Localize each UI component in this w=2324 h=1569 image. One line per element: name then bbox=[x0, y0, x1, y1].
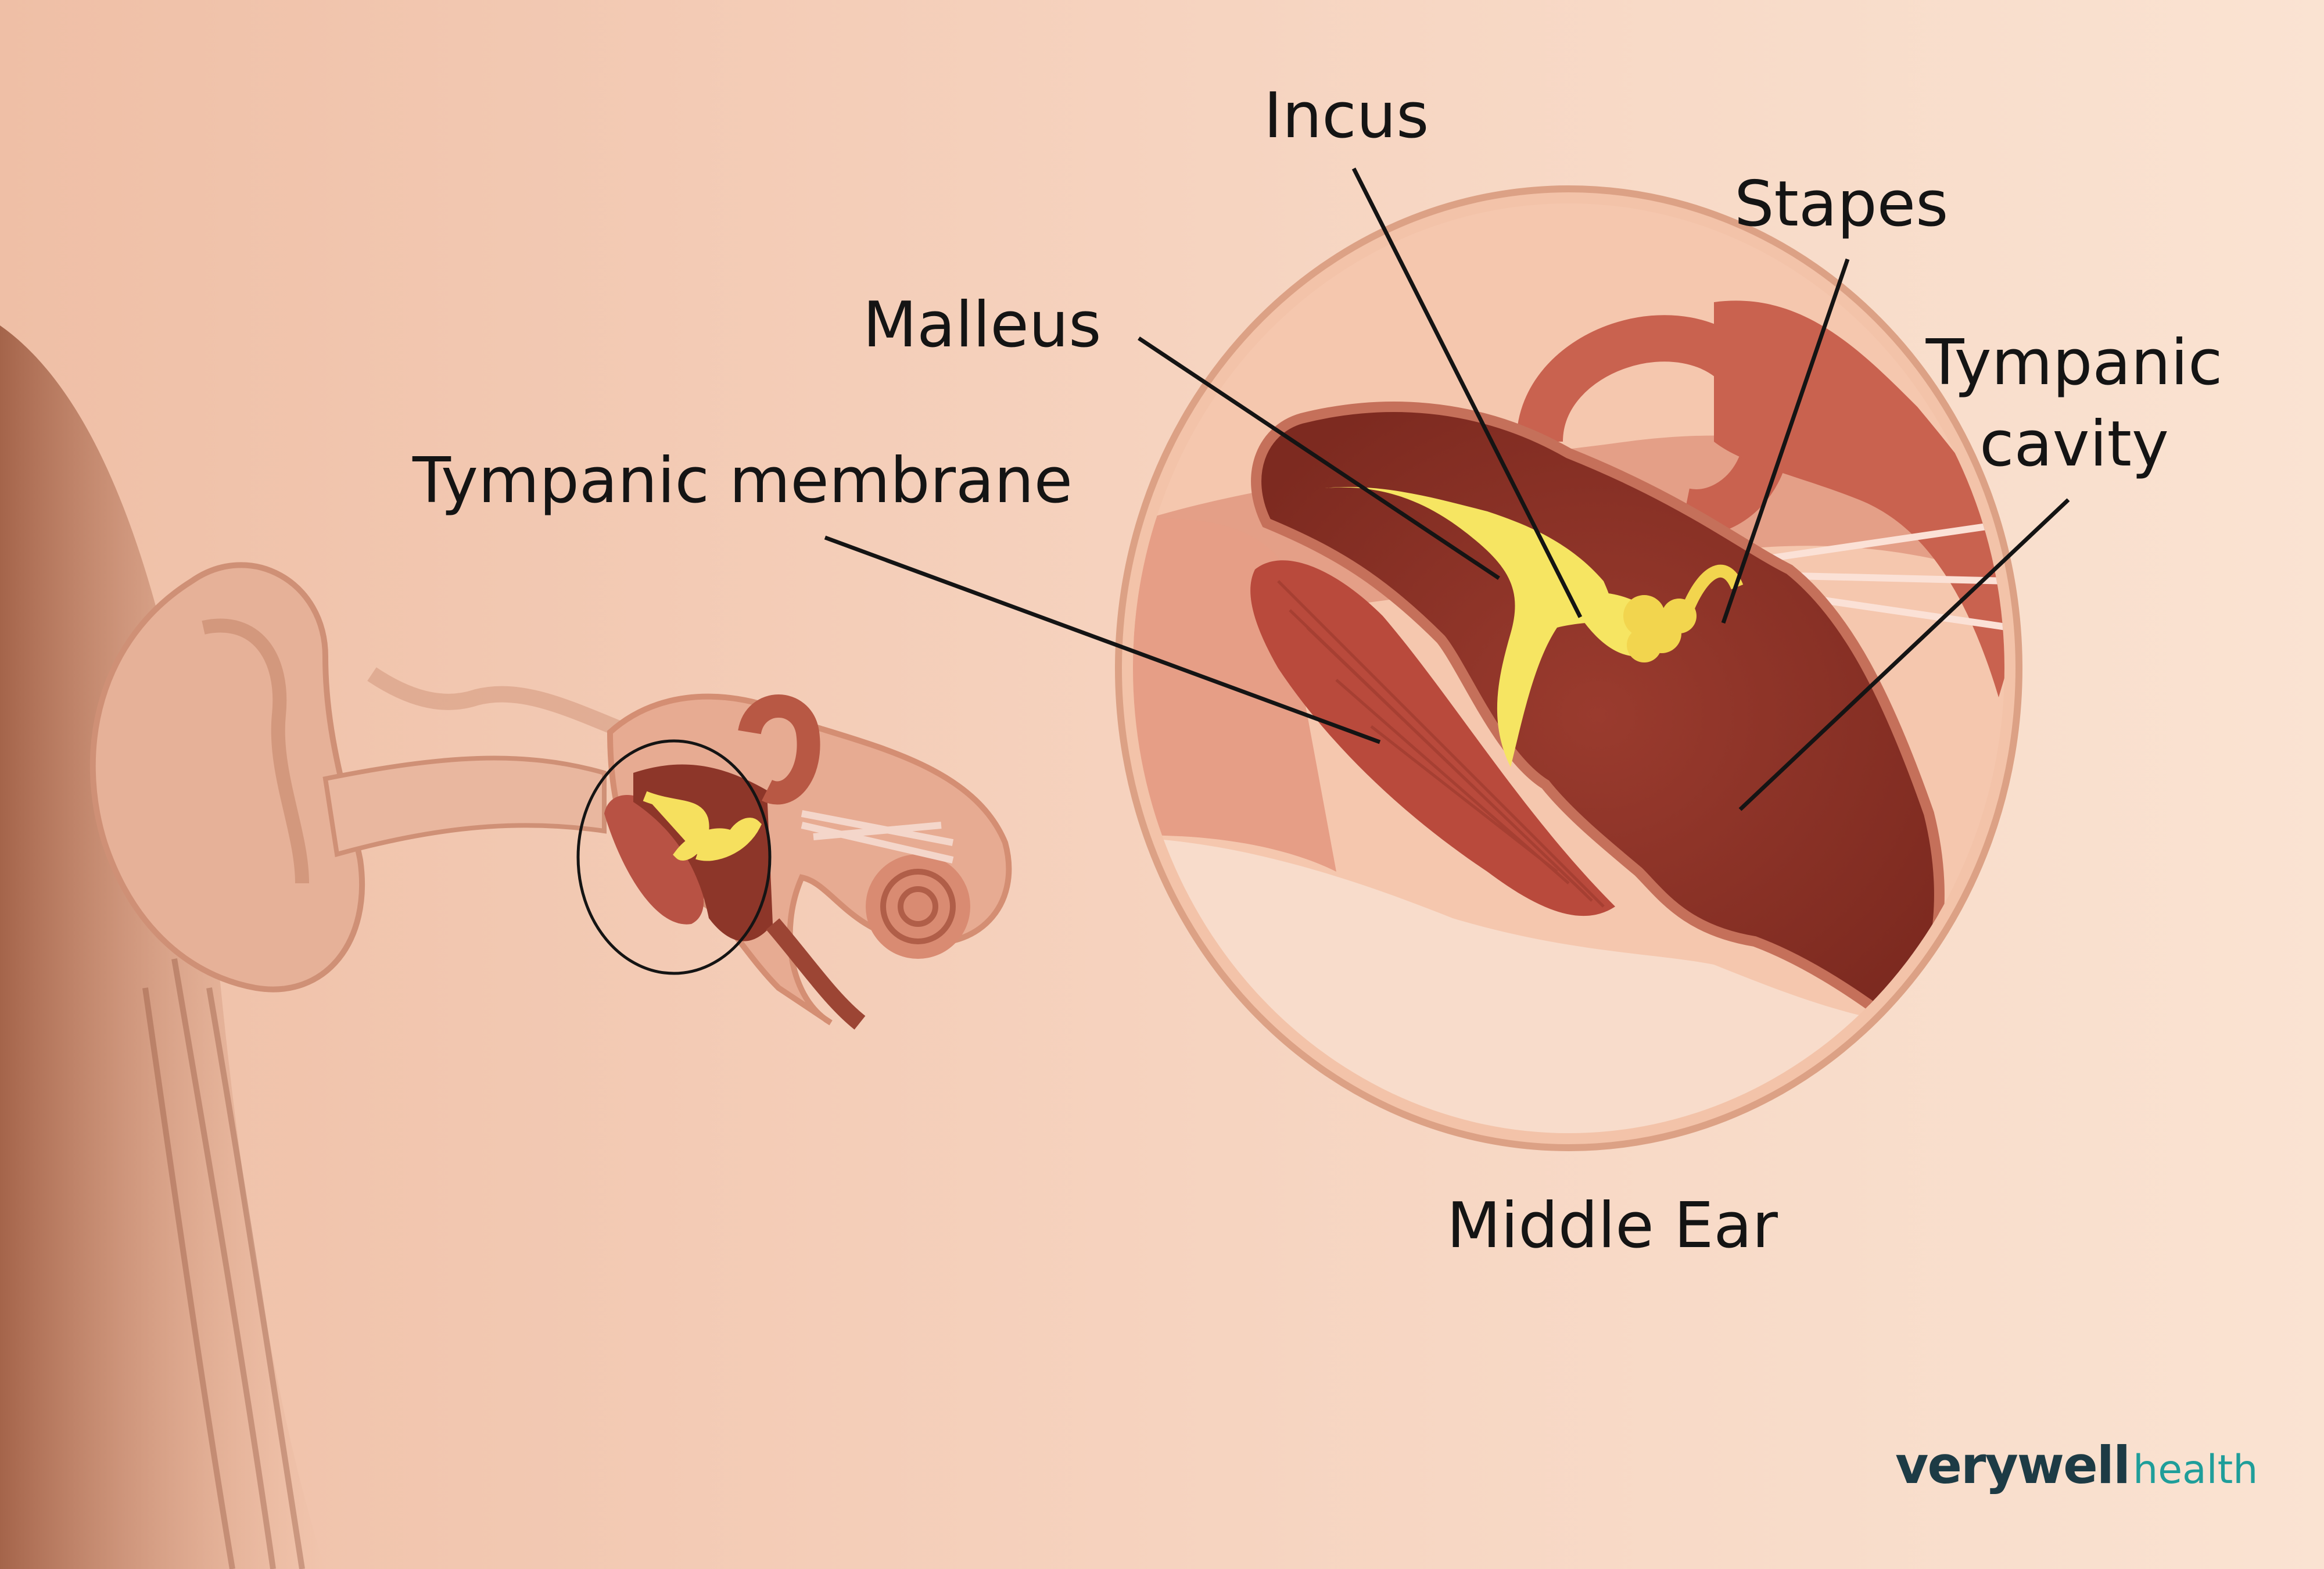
label-malleus: Malleus bbox=[863, 289, 1102, 361]
label-tympanic-cavity: Tympanic cavity bbox=[1917, 323, 2231, 486]
tympanic-membrane-leader bbox=[824, 535, 1381, 744]
small-eustachian-tube bbox=[766, 918, 866, 1030]
small-ossicles bbox=[643, 791, 762, 861]
caption-middle-ear: Middle Ear bbox=[1447, 1190, 1778, 1262]
hair-strands bbox=[142, 958, 305, 1569]
malleus-leader bbox=[1138, 336, 1500, 580]
small-tympanic-membrane bbox=[604, 794, 704, 925]
verywell-health-logo: verywellhealth bbox=[1895, 1440, 2258, 1491]
zoom-nerve-bundle bbox=[1714, 300, 2004, 697]
small-cochlea-spiral-inner bbox=[898, 886, 938, 927]
small-semicircular-canal bbox=[738, 694, 820, 805]
label-stapes: Stapes bbox=[1734, 168, 1949, 241]
tympanic-cavity-leader bbox=[1738, 498, 2070, 811]
hair-shadow bbox=[0, 325, 325, 1569]
label-incus: Incus bbox=[1264, 80, 1429, 152]
ear-canal bbox=[322, 755, 607, 858]
zoom-membrane-fibers bbox=[1277, 580, 1605, 908]
outer-ear-fold bbox=[202, 618, 309, 884]
logo-health: health bbox=[2133, 1447, 2258, 1493]
outer-ear bbox=[89, 562, 365, 993]
small-nerve-rays bbox=[801, 810, 954, 864]
label-tympanic-cavity-line2: cavity bbox=[1979, 408, 2169, 481]
stapes-leader bbox=[1721, 258, 1850, 624]
small-highlight-circle bbox=[576, 739, 772, 975]
incus-leader bbox=[1351, 167, 1583, 618]
label-tympanic-membrane: Tympanic membrane bbox=[413, 445, 1073, 517]
zoom-stapes bbox=[1623, 564, 1744, 662]
zoom-middle-ear-cavity bbox=[1251, 402, 1945, 1030]
small-cochlea-spiral-outer bbox=[880, 869, 956, 944]
label-tympanic-cavity-line1: Tympanic bbox=[1925, 327, 2223, 399]
zoom-malleus bbox=[1325, 487, 1613, 767]
ear-canal-top bbox=[367, 667, 631, 740]
logo-verywell: verywell bbox=[1895, 1435, 2131, 1495]
